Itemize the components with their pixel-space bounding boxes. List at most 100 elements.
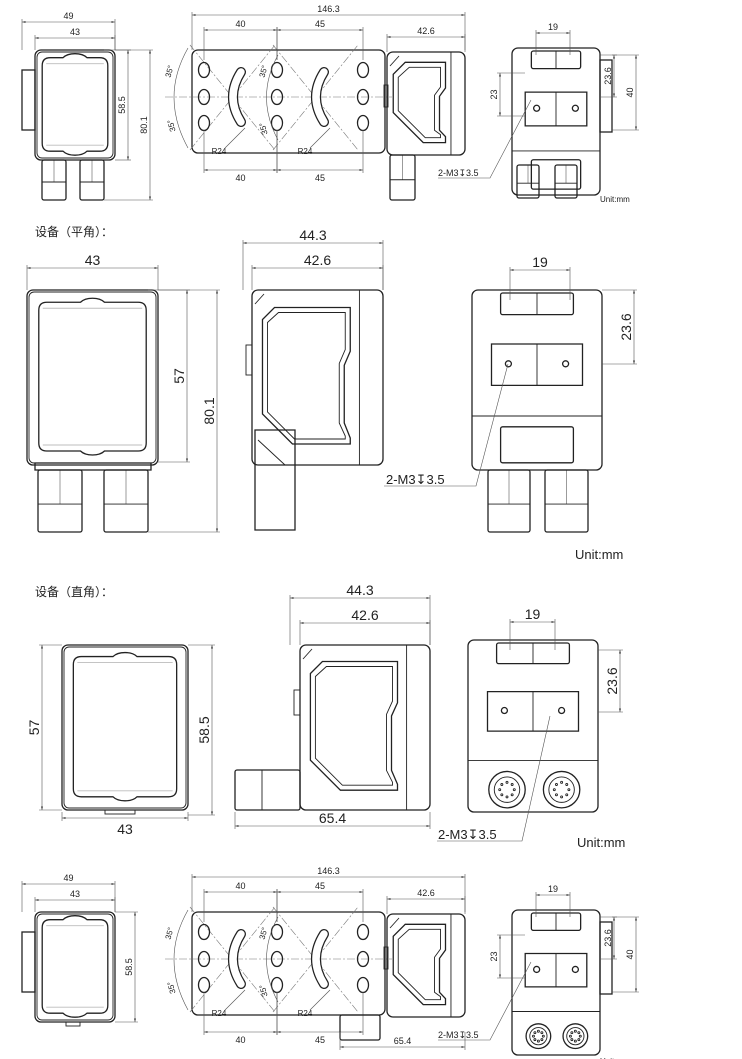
dim-spacing-40-top: 40 [203,881,278,922]
housing-outline [251,289,384,466]
radius-leader [224,989,246,1011]
thread-leader [437,715,551,842]
thread-hole [532,965,541,974]
mounting-hole [356,114,370,132]
dim-spacing-45-bottom: 45 [276,130,364,183]
camera-front-view [34,911,116,1023]
corner-chamfer [389,55,400,67]
side-window-inner [267,312,346,440]
mounting-hole [197,950,211,968]
cable-connector [103,469,149,533]
dimension-label: 57 [26,720,42,736]
thread-hole [571,104,580,112]
dimension-label: 65.4 [394,1036,412,1046]
dim-height-58-5: 58.5 [115,911,138,1023]
cable-connector [544,469,589,533]
angle-label-35: 35° [164,64,176,78]
dim-spacing-40-bottom: 40 [203,992,278,1045]
dim-spacing-45-top: 45 [276,881,364,922]
dimension-label: 49 [63,11,73,21]
dimension-label: 40 [235,881,245,891]
dim-spacing-40-bottom: 40 [203,130,278,183]
dimension-label: 43 [70,889,80,899]
dim-spacing-45-bottom: 45 [276,992,364,1045]
dimension-label: 23 [489,951,499,961]
side-window-inner [397,928,441,1001]
connector-ring [548,776,575,803]
section-title: 设备（直角）： [35,585,113,599]
housing-outline [61,644,189,811]
connector-pin [552,788,556,792]
unit-label: Unit:mm [577,835,625,850]
dim-height-57: 57 [26,644,62,811]
connector-detail [257,439,286,466]
connector-pin [573,1039,577,1043]
dimension-label: 19 [548,884,558,894]
dimension-label: 80.1 [139,116,149,134]
lens-window [38,297,147,456]
arc-slot-inner [312,930,328,988]
connector-pin [573,1029,577,1033]
angle-arc [266,54,279,141]
radius-label-r24: R24 [298,1009,313,1018]
radius-leader [309,989,331,1011]
dim-width-42-6: 42.6 [386,888,466,914]
dim-height-58-5: 58.5 [188,644,215,816]
cable-connector [389,154,416,201]
dimension-label: 42.6 [351,607,378,623]
dimension-label: 146.3 [317,866,340,876]
dim-width-43: 43 [34,889,116,912]
dim-width-42-6: 42.6 [251,252,384,290]
dim-height-23-6: 23.6 [600,54,617,98]
dimension-label: 49 [63,873,73,883]
dimension-label: 45 [315,173,325,183]
radius-leader [224,127,246,149]
housing-outline [299,644,431,811]
dim-height-80-1: 80.1 [104,49,153,201]
mounting-bracket-plate [191,911,386,1016]
arc-slot-inner [229,68,245,126]
side-tab [293,689,301,716]
dimension-label: 58.5 [117,96,127,114]
dimension-label: 58.5 [196,716,212,743]
lens-window [41,915,109,1018]
bottom-strip [34,462,152,471]
mount-panel [486,690,580,732]
dim-width-42-6: 42.6 [386,26,466,52]
bottom-tab [65,1021,81,1027]
mounting-hole [197,923,211,941]
radius-leader [309,127,331,149]
thread-leader [438,99,532,179]
housing-edge [36,913,114,1021]
connector-pin [512,788,516,792]
connector-pin [541,1034,545,1038]
angle-label-35: 35° [258,984,270,998]
round-connector [562,1023,589,1050]
dim-width-43: 43 [61,812,189,837]
bottom-block [499,426,575,464]
round-connector [525,1023,552,1050]
mounting-hole [270,114,284,132]
lens-window [41,53,109,156]
thread-hole [557,706,566,715]
corner-chamfer [302,648,313,660]
camera-front-view [61,644,189,811]
mounting-hole [197,976,211,994]
mount-panel [524,91,588,127]
angle-label-35: 35° [258,64,270,78]
dimension-label: 57 [171,368,187,384]
cable-connector [554,164,578,199]
cable-connector [516,164,540,199]
dimension-label: 44.3 [346,582,373,598]
dimension-label: 65.4 [319,810,346,826]
connector-pin [568,1034,572,1038]
corner-chamfer [254,293,265,305]
camera-rear-view [467,639,599,813]
camera-rear-view [511,909,601,1056]
dim-width-19: 19 [535,22,571,55]
mounting-hole [356,88,370,106]
connector-pin [555,783,558,786]
thread-callout: 2-M3↧3.5 [438,168,479,178]
